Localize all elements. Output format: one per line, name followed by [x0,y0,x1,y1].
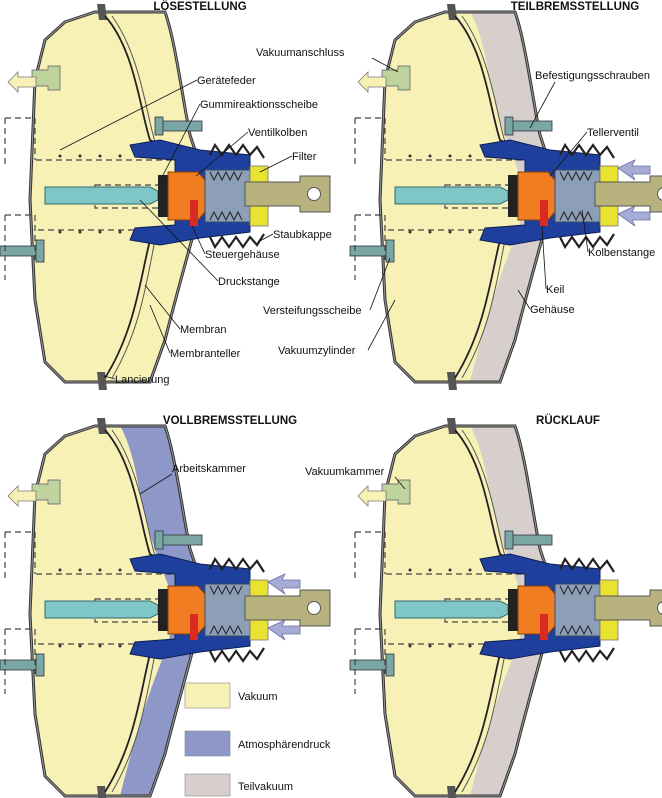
label-steuergehaeuse: Steuergehäuse [205,249,280,261]
legend-swatch-atmosphaerendruck [184,730,231,757]
label-staubkappe: Staubkappe [273,229,332,241]
label-arbeitskammer: Arbeitskammer [172,463,246,475]
panel-vollbremsstellung: VOLLBREMSSTELLUNG Arbeitskammer [0,415,332,798]
legend-swatch-vakuum [184,682,231,709]
label-membranteller: Membranteller [170,348,241,360]
legend-label-vakuum: Vakuum [238,691,278,703]
label-tellerventil: Tellerventil [587,127,639,139]
legend-label-teilvakuum: Teilvakuum [238,781,293,793]
label-ventilkolben: Ventilkolben [248,127,307,139]
panel-loesestellung: LÖSESTELLUNG Gerätefeder Gummireaktionss… [0,0,332,392]
label-gehaeuse: Gehäuse [530,304,575,316]
label-befestigungsschrauben: Befestigungsschrauben [535,70,650,82]
label-vakuumkammer: Vakuumkammer [305,466,385,478]
legend-item-vakuum: Vakuum [184,682,278,709]
label-keil: Keil [546,284,564,296]
panel-ruecklauf: RÜCKLAUF Vakuumkammer [305,414,662,798]
panel-teilbremsstellung: TEILBREMSSTELLUNG Vakuumanschluss Befest… [256,1,662,392]
label-geraetefeder: Gerätefeder [197,75,256,87]
label-lancierung: Lancierung [115,374,169,386]
label-gummireaktionsscheibe: Gummireaktionsscheibe [200,99,318,111]
label-vakuumanschluss: Vakuumanschluss [256,47,345,59]
label-kolbenstange: Kolbenstange [588,247,655,259]
legend-label-atmosphaerendruck: Atmosphärendruck [238,739,331,751]
title-vollbremsstellung: VOLLBREMSSTELLUNG [163,415,297,427]
title-teilbremsstellung: TEILBREMSSTELLUNG [511,1,639,13]
title-loesestellung: LÖSESTELLUNG [153,0,246,13]
legend: Vakuum Atmosphärendruck Teilvakuum [184,682,331,797]
legend-swatch-teilvakuum [184,773,231,797]
legend-item-teilvakuum: Teilvakuum [184,773,293,797]
label-vakuumzylinder: Vakuumzylinder [278,345,356,357]
label-membran: Membran [180,324,226,336]
label-filter: Filter [292,151,317,163]
label-versteifungsscheibe: Versteifungsscheibe [263,305,361,317]
label-druckstange: Druckstange [218,276,280,288]
legend-item-atmosphaerendruck: Atmosphärendruck [184,730,331,757]
title-ruecklauf: RÜCKLAUF [536,414,600,427]
